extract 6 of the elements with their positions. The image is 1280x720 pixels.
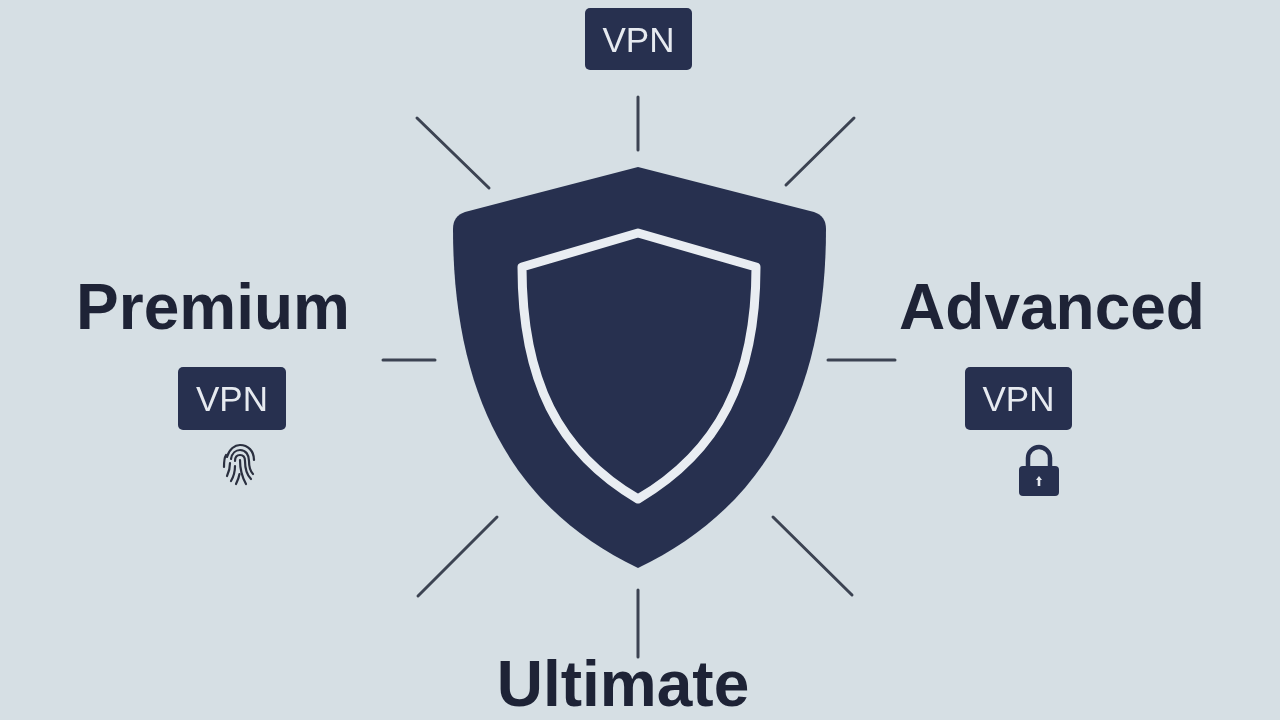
vpn-tag: VPN xyxy=(585,8,692,70)
vpn-tag: VPN xyxy=(178,367,286,430)
tier-title: Ultimate xyxy=(496,652,750,716)
tier-title: Premium xyxy=(76,275,350,339)
vpn-tag: VPN xyxy=(965,367,1072,430)
tier-title: Advanced xyxy=(899,275,1205,339)
